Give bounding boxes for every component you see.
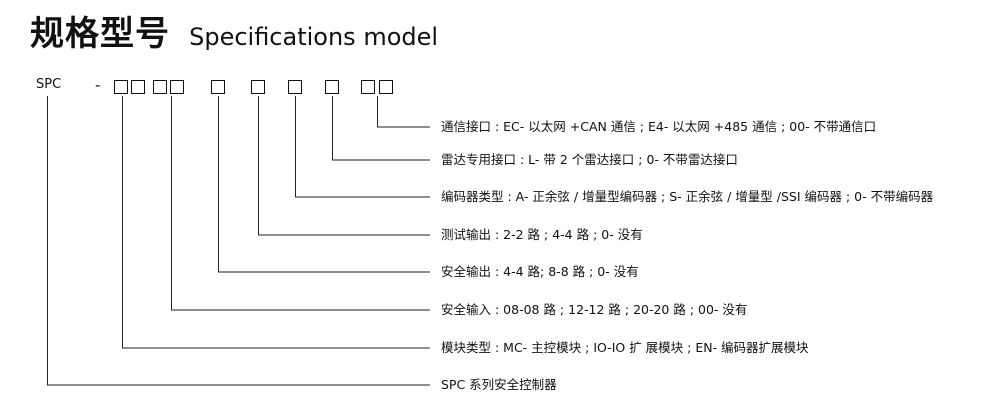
module-type-label: 模块类型 : MC- 主控模块 ; IO-IO 扩 展模块 ; EN- 编码器扩… xyxy=(441,340,809,355)
code-prefix: SPC xyxy=(36,77,62,92)
comm-interface-box-2 xyxy=(379,80,393,94)
series-label: SPC 系列安全控制器 xyxy=(441,377,557,392)
comm-interface-label: 通信接口 : EC- 以太网 +CAN 通信 ; E4- 以太网 +485 通信… xyxy=(441,119,877,134)
encoder-type-label: 编码器类型 : A- 正余弦 / 增量型编码器 ; S- 正余弦 / 增量型 /… xyxy=(441,189,934,204)
safety-output-label: 安全输出 : 4-4 路; 8-8 路 ; 0- 没有 xyxy=(441,264,639,279)
encoder-type-box xyxy=(288,80,302,94)
leader-series xyxy=(47,96,430,386)
title-english: Specifications model xyxy=(189,23,439,51)
test-output-box xyxy=(251,80,265,94)
leader-safety-output xyxy=(218,96,430,273)
leader-safety-input xyxy=(171,96,430,311)
radar-interface-label: 雷达专用接口 : L- 带 2 个雷达接口 ; 0- 不带雷达接口 xyxy=(441,152,738,167)
safety-output-box xyxy=(211,80,225,94)
comm-interface-box-1 xyxy=(361,80,375,94)
page-title: 规格型号 Specifications model xyxy=(30,6,438,55)
leader-radar-interface xyxy=(332,96,430,161)
radar-interface-box xyxy=(325,80,339,94)
test-output-label: 测试输出 : 2-2 路 ; 4-4 路 ; 0- 没有 xyxy=(441,227,643,242)
safety-input-box-2 xyxy=(170,80,184,94)
leader-encoder-type xyxy=(295,96,430,198)
module-type-box-1 xyxy=(114,80,128,94)
title-chinese: 规格型号 xyxy=(30,14,170,54)
safety-input-box-1 xyxy=(153,80,167,94)
leader-module-type xyxy=(122,96,430,349)
leader-comm-interface xyxy=(377,96,430,128)
code-separator: - xyxy=(95,76,101,94)
leader-test-output xyxy=(258,96,430,236)
module-type-box-2 xyxy=(131,80,145,94)
safety-input-label: 安全输入 : 08-08 路 ; 12-12 路 ; 20-20 路 ; 00-… xyxy=(441,302,748,317)
